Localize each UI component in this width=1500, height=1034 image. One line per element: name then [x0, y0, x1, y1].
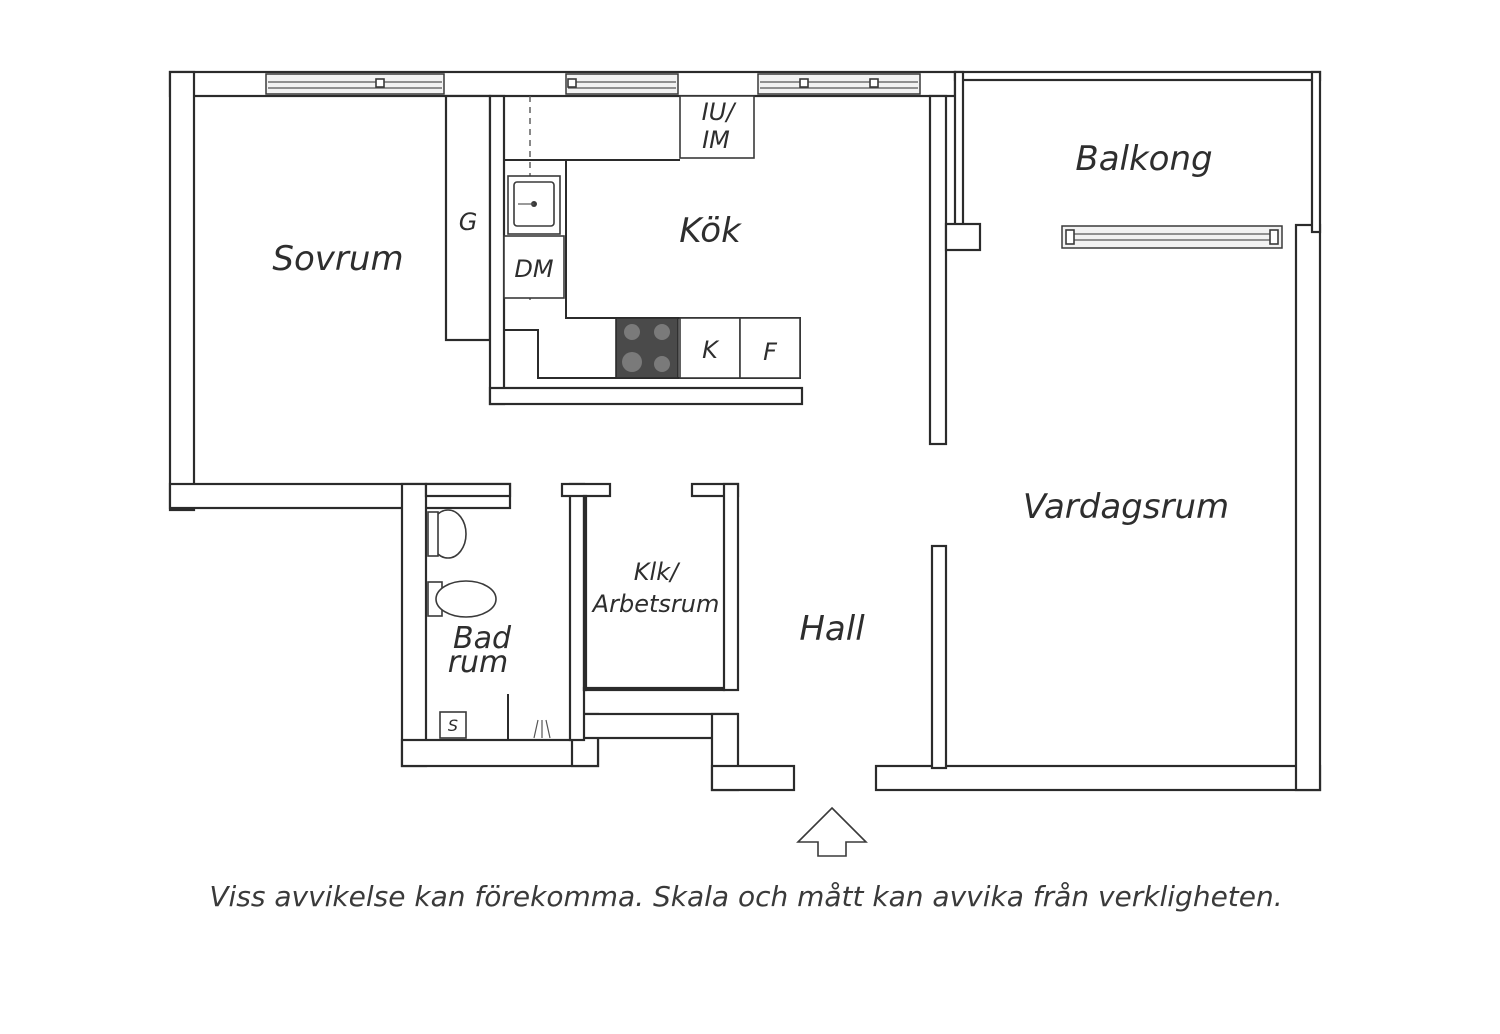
fixture-label-im: IM [702, 126, 730, 154]
room-label-hall: Hall [799, 609, 865, 649]
window-vardagsrum [1061, 225, 1283, 249]
fixture-label-frys: F [763, 338, 778, 366]
room-label-balkong: Balkong [1075, 139, 1212, 179]
fixture-label-skap: S [448, 716, 458, 735]
room-label-bad-line2: rum [448, 645, 509, 680]
window-sovrum [265, 73, 445, 95]
washbasin-icon [427, 509, 467, 559]
fixture-label-garderob: G [459, 208, 478, 236]
freezer [739, 317, 801, 379]
entrance-arrow-icon [796, 806, 868, 857]
iu-im-unit [679, 95, 755, 159]
room-label-klk-line1: Klk/ [634, 558, 681, 586]
windows [265, 73, 1283, 249]
dishwasher [503, 235, 565, 299]
fixture-label-iu: IU/ [702, 98, 738, 126]
bathroom-cabinet [439, 711, 467, 739]
toilet-icon [427, 580, 497, 618]
outer-walls [168, 70, 1322, 792]
disclaimer-text: Viss avvikelse kan förekomma. Skala och … [209, 880, 1282, 913]
room-label-sovrum: Sovrum [272, 239, 403, 279]
room-label-klk-line2: Arbetsrum [591, 590, 720, 618]
room-label-vardagsrum: Vardagsrum [1023, 487, 1229, 527]
shower-icon [507, 694, 551, 740]
fixture-label-kyl: K [702, 336, 720, 364]
sink-icon [507, 175, 561, 235]
window-kok-right [757, 73, 921, 95]
fridge [679, 317, 741, 379]
room-label-bad-line1: Bad [453, 621, 512, 656]
stove-icon [615, 317, 679, 379]
fixture-label-diskmaskin: DM [514, 255, 553, 283]
interior-walls [424, 94, 982, 770]
room-label-kok: Kök [679, 211, 742, 251]
window-kok-left [565, 73, 679, 95]
